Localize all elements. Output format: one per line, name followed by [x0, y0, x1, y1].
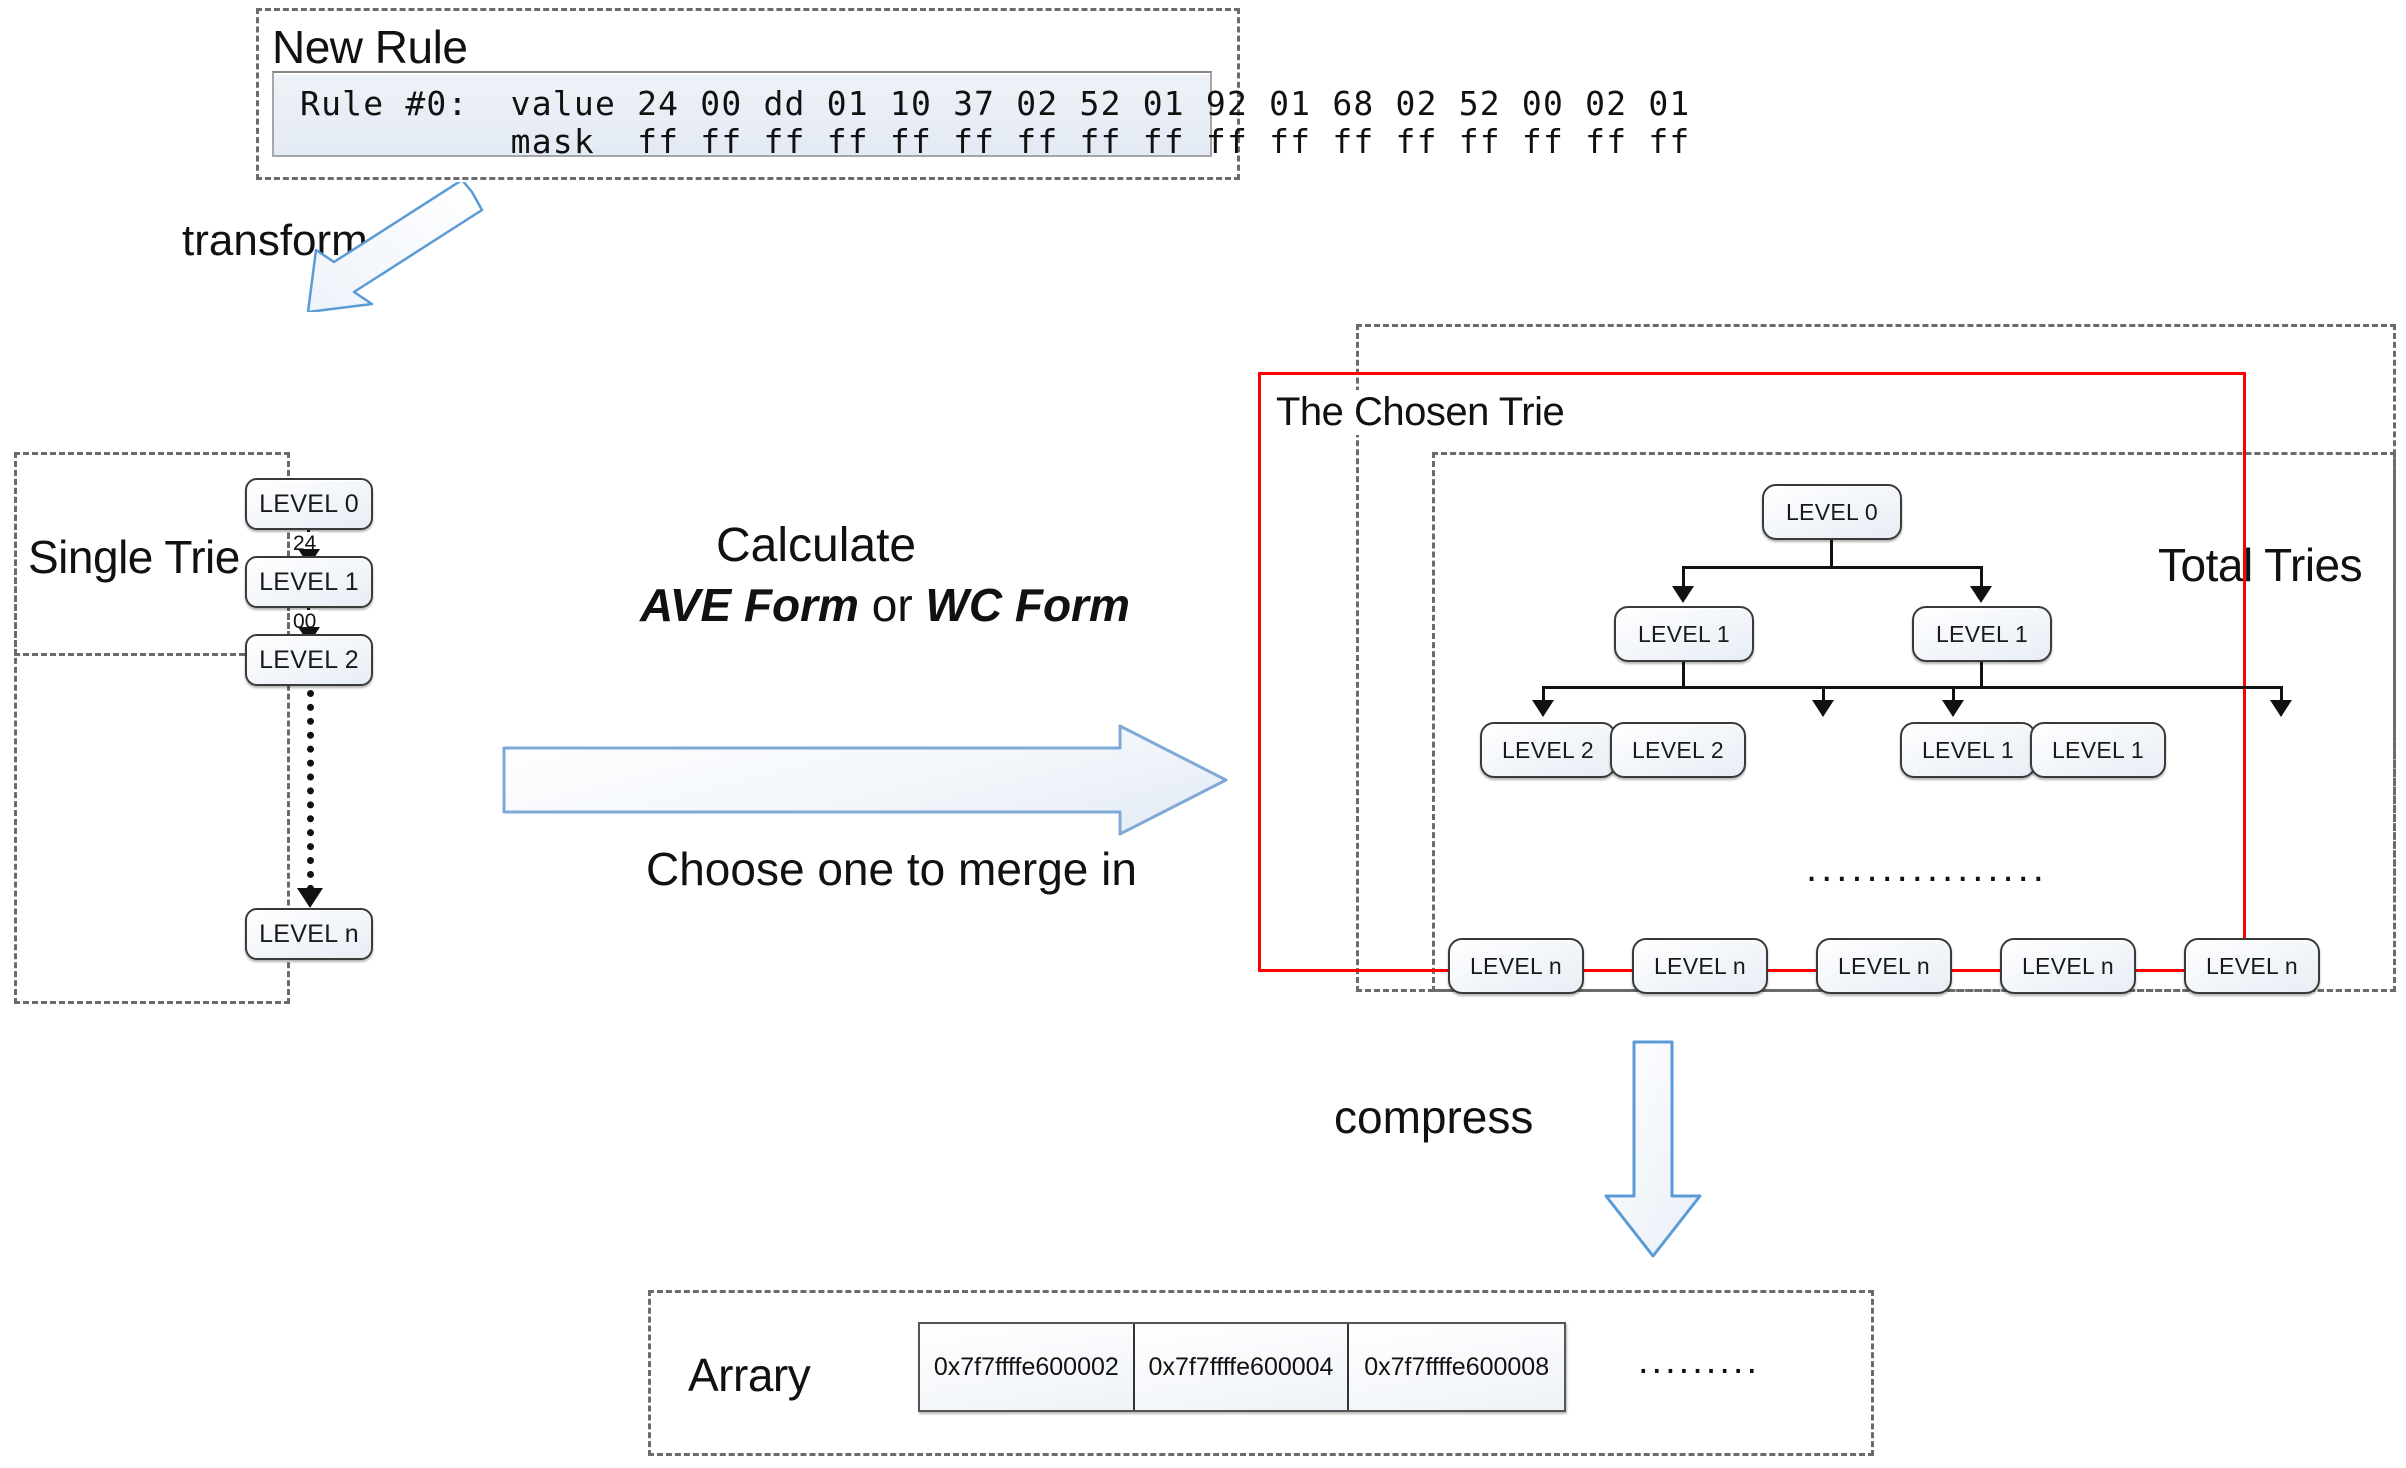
merge-arrow-icon	[502, 724, 1228, 836]
single-trie-dotted-edge	[307, 690, 314, 892]
total-tries-node-row3-3: LEVEL 1	[2030, 722, 2166, 778]
root-branch-right	[1980, 566, 1983, 590]
row2-left-stem	[1682, 662, 1685, 688]
wc-form-label: WC Form	[925, 579, 1130, 631]
total-tries-node-row3-1: LEVEL 2	[1610, 722, 1746, 778]
array-trailing-ellipsis: .........	[1638, 1340, 1761, 1382]
row2-right-branch-b	[2280, 686, 2283, 704]
single-trie-panel-label: Single Trie	[28, 531, 240, 583]
new-rule-panel	[256, 8, 1240, 180]
form-label: AVE Form or WC Form	[640, 578, 1130, 632]
row2-left-arrow-b	[1812, 700, 1834, 717]
form-conjunction: or	[858, 579, 926, 631]
total-tries-node-row3-0: LEVEL 2	[1480, 722, 1616, 778]
total-tries-node-rown-2: LEVEL n	[1816, 938, 1952, 994]
total-tries-panel-label: Total Tries	[2158, 539, 2363, 591]
row2-left-branch-b	[1822, 686, 1825, 704]
row2-right-stem	[1980, 662, 1983, 688]
row2-left-arrow-a	[1532, 700, 1554, 717]
root-bus	[1682, 566, 1982, 569]
rule-value-line: Rule #0: value 24 00 dd 01 10 37 02 52 0…	[300, 84, 1691, 123]
calculate-label: Calculate	[716, 519, 917, 572]
single-trie-arrowhead-n	[297, 888, 323, 908]
row2-right-arrow-b	[2270, 700, 2292, 717]
row2-right-arrow-a	[1942, 700, 1964, 717]
total-tries-node-rown-0: LEVEL n	[1448, 938, 1584, 994]
total-tries-node-rown-3: LEVEL n	[2000, 938, 2136, 994]
single-trie-node-level-2: LEVEL 2	[245, 634, 373, 686]
total-tries-node-root: LEVEL 0	[1762, 484, 1902, 540]
array-panel-label: Arrary	[688, 1349, 811, 1401]
array-cells: 0x7f7ffffe600002 0x7f7ffffe600004 0x7f7f…	[918, 1322, 1566, 1412]
root-stem	[1830, 540, 1833, 568]
total-tries-node-row3-2: LEVEL 1	[1900, 722, 2036, 778]
new-rule-hex-panel	[272, 71, 1212, 157]
transform-arrow-icon	[306, 182, 484, 312]
array-cell: 0x7f7ffffe600002	[920, 1324, 1135, 1410]
single-trie-node-level-n: LEVEL n	[245, 908, 373, 960]
ave-form-label: AVE Form	[640, 579, 859, 631]
array-cell: 0x7f7ffffe600004	[1134, 1324, 1350, 1410]
compress-label: compress	[1334, 1091, 1534, 1143]
total-tries-node-row2-1: LEVEL 1	[1912, 606, 2052, 662]
array-panel	[648, 1290, 1874, 1456]
compress-arrow-icon	[1604, 1040, 1702, 1258]
single-trie-panel-lower	[14, 452, 290, 1004]
rule-mask-line: mask ff ff ff ff ff ff ff ff ff ff ff ff…	[300, 122, 1691, 161]
merge-label: Choose one to merge in	[646, 843, 1137, 895]
row2-right-bus	[1822, 686, 2282, 689]
chosen-trie-boundary	[1258, 372, 2246, 972]
single-trie-node-level-1: LEVEL 1	[245, 556, 373, 608]
array-cell: 0x7f7ffffe600008	[1349, 1324, 1564, 1410]
total-tries-node-row2-0: LEVEL 1	[1614, 606, 1754, 662]
transform-label: transform	[182, 216, 368, 265]
row2-right-branch-a	[1952, 686, 1955, 704]
row2-left-bus	[1542, 686, 1824, 689]
total-tries-ellipsis: ................	[1806, 846, 2048, 890]
row2-left-branch-a	[1542, 686, 1545, 704]
chosen-trie-label: The Chosen Trie	[1276, 390, 1565, 435]
total-tries-node-rown-1: LEVEL n	[1632, 938, 1768, 994]
root-arrow-right	[1970, 586, 1992, 603]
root-branch-left	[1682, 566, 1685, 590]
root-arrow-left	[1672, 586, 1694, 603]
total-tries-node-rown-4: LEVEL n	[2184, 938, 2320, 994]
single-trie-node-level-0: LEVEL 0	[245, 478, 373, 530]
new-rule-panel-label: New Rule	[272, 21, 468, 73]
